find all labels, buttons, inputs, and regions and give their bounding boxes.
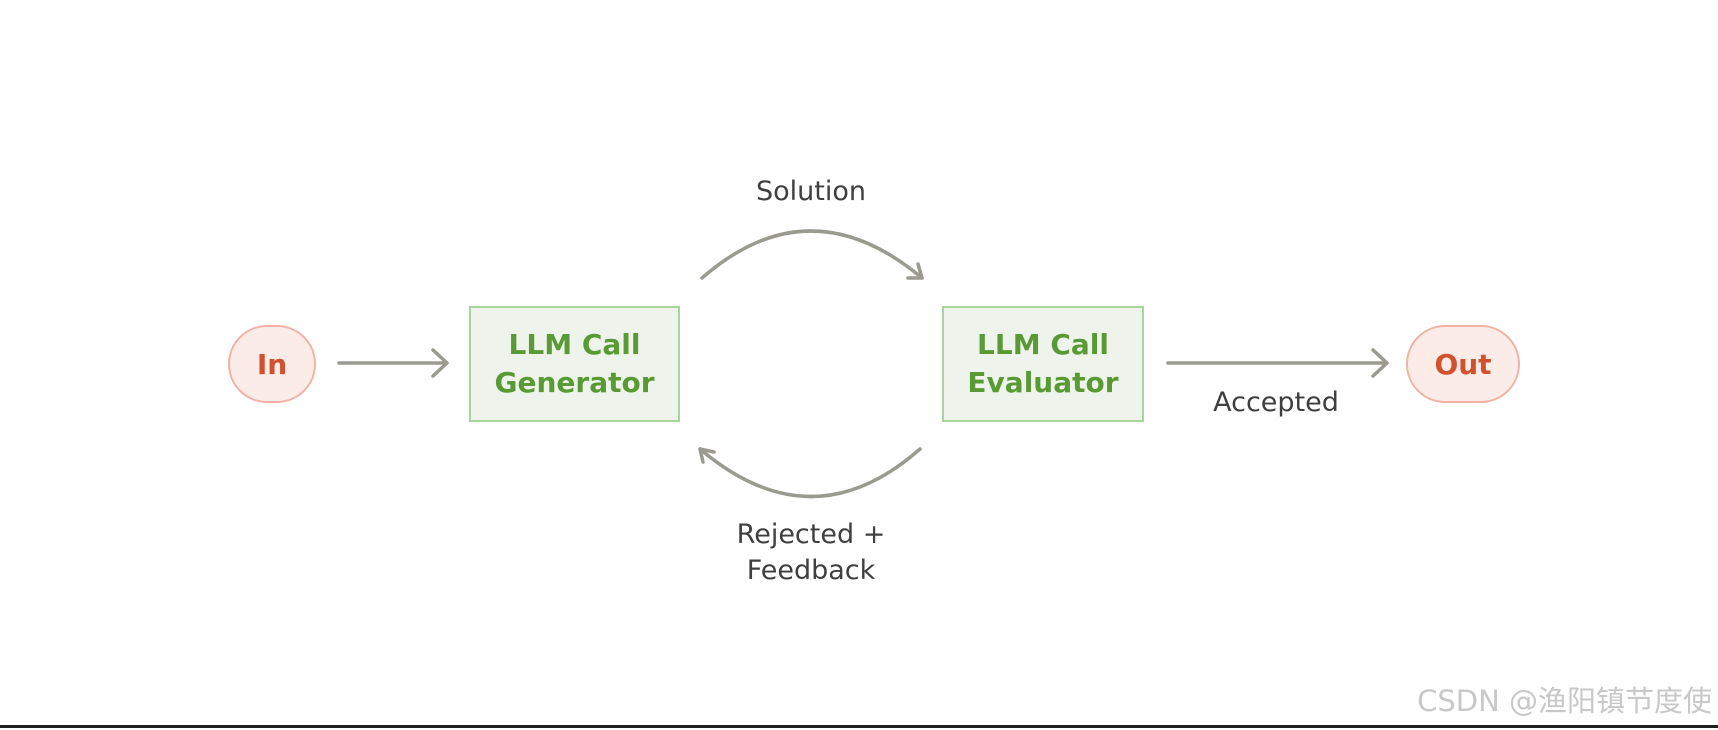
rejected-feedback-label: Rejected + Feedback xyxy=(725,517,897,589)
generator-subtitle: Generator xyxy=(494,366,655,399)
bottom-divider xyxy=(0,725,1718,728)
in-to-generator-arrow xyxy=(337,348,449,378)
accepted-label: Accepted xyxy=(1213,387,1339,418)
generator-title: LLM Call xyxy=(508,328,641,361)
input-node: In xyxy=(228,325,316,403)
rejected-label-line: Rejected + xyxy=(736,519,886,550)
feedback-label-line: Feedback xyxy=(746,555,876,586)
generator-node: LLM Call Generator xyxy=(469,306,680,422)
solution-label: Solution xyxy=(756,176,866,207)
output-node: Out xyxy=(1406,325,1520,403)
solution-arrow xyxy=(700,229,924,280)
evaluator-subtitle: Evaluator xyxy=(967,366,1119,399)
rejected-feedback-arrow xyxy=(698,447,922,499)
evaluator-to-out-arrow xyxy=(1166,348,1389,378)
csdn-watermark: CSDN @渔阳镇节度使 xyxy=(1417,684,1712,718)
evaluator-node: LLM Call Evaluator xyxy=(942,306,1144,422)
input-node-label: In xyxy=(256,347,288,381)
output-node-label: Out xyxy=(1434,347,1492,381)
evaluator-title: LLM Call xyxy=(977,328,1109,361)
